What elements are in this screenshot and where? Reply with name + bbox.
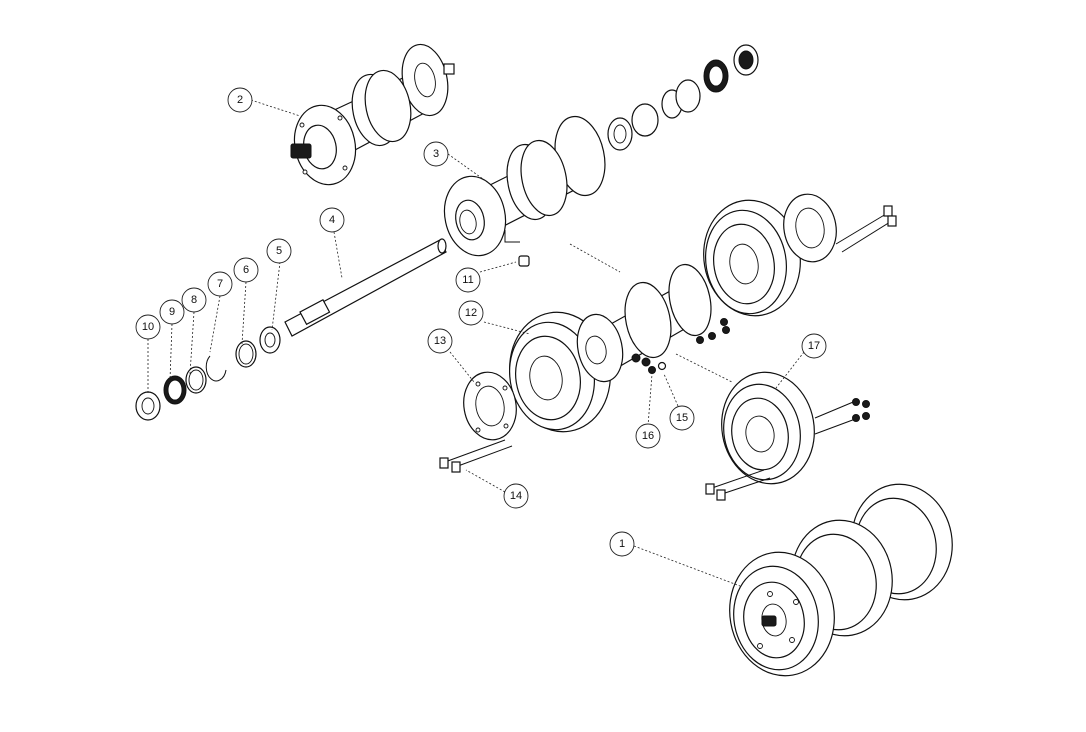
callout-leaders: [147, 99, 805, 587]
axis-guides: [569, 243, 733, 383]
callout-label-7: 7: [217, 278, 223, 290]
callout-16: 16: [635, 423, 661, 449]
wheel-part-12: [508, 311, 611, 433]
callout-label-14: 14: [510, 490, 522, 502]
callout-label-13: 13: [434, 335, 446, 347]
nuts-part-15-16: [648, 318, 730, 374]
callout-2: 2: [227, 87, 253, 113]
callout-label-8: 8: [191, 294, 197, 306]
upper-seal-set: [607, 44, 759, 151]
callout-label-16: 16: [642, 430, 654, 442]
wheel-part-17: [705, 371, 870, 501]
callout-1: 1: [609, 531, 635, 557]
callout-17: 17: [801, 333, 827, 359]
callout-6: 6: [233, 257, 259, 283]
callout-label-12: 12: [465, 307, 477, 319]
callout-15: 15: [669, 405, 695, 431]
callout-10: 10: [135, 314, 161, 340]
assembled-roller-part-1: [729, 483, 953, 677]
callout-8: 8: [181, 287, 207, 313]
bolts-part-14: [439, 439, 513, 473]
callout-label-2: 2: [237, 94, 243, 106]
callout-5: 5: [266, 238, 292, 264]
callout-9: 9: [159, 299, 185, 325]
callout-label-3: 3: [433, 148, 439, 160]
hub-part-2: [290, 43, 455, 186]
shaft-part-4: [259, 238, 447, 354]
callout-bubbles: 1 2 3 4 5 6 7 8: [135, 87, 827, 557]
callout-3: 3: [423, 141, 449, 167]
callout-label-1: 1: [619, 538, 625, 550]
callout-label-10: 10: [142, 321, 154, 333]
callout-label-15: 15: [676, 412, 688, 424]
wheel-right-upper: [703, 193, 897, 317]
callout-label-17: 17: [808, 340, 820, 352]
callout-4: 4: [319, 207, 345, 233]
callout-label-5: 5: [276, 245, 282, 257]
flange-part-13: [463, 371, 517, 441]
callout-label-11: 11: [462, 274, 473, 286]
hub-part-3: [443, 115, 606, 257]
ring-stack: [135, 340, 257, 421]
callout-7: 7: [207, 271, 233, 297]
callout-11: 11: [455, 267, 481, 293]
callout-12: 12: [458, 300, 484, 326]
center-hub: [576, 263, 712, 383]
callout-label-9: 9: [169, 306, 175, 318]
callout-13: 13: [427, 328, 453, 354]
callout-14: 14: [503, 483, 529, 509]
callout-label-4: 4: [329, 214, 335, 226]
pin-part-11: [518, 255, 530, 267]
callout-label-6: 6: [243, 264, 249, 276]
